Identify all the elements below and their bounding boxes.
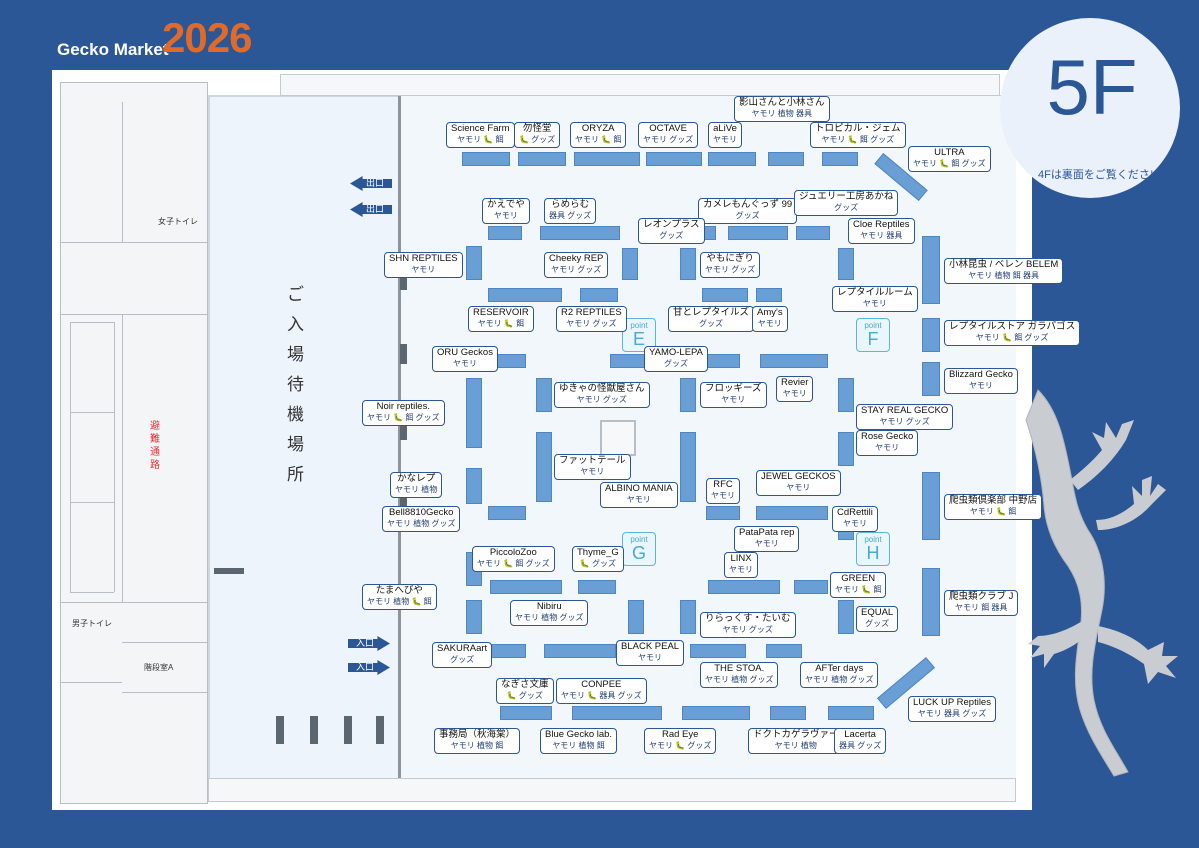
booth-label[interactable]: かなレプヤモリ 植物 [390, 472, 443, 498]
booth-label[interactable]: レプタイルストア ガラパゴスヤモリ 🐛 餌 グッズ [944, 320, 1081, 346]
top-wall [280, 74, 1000, 96]
title-english: Gecko Market [57, 40, 169, 59]
column [600, 420, 636, 456]
booth-label[interactable]: 影山さんと小林さんヤモリ 植物 器具 [734, 96, 830, 122]
left-building [60, 82, 208, 804]
booth-label[interactable]: かえでやヤモリ [482, 198, 530, 224]
pillar [214, 568, 244, 574]
booth-label[interactable]: レプタイルルームヤモリ [832, 286, 918, 312]
pillar [400, 494, 407, 514]
exit-arrow: 出口 [350, 202, 392, 217]
booth-label[interactable]: 甘とレプタイルズグッズ [668, 306, 755, 332]
booth-label[interactable]: やもにぎりヤモリ グッズ [700, 252, 761, 278]
pillar [376, 716, 384, 744]
booth-label[interactable]: フロッギーズヤモリ [700, 382, 767, 408]
booth-label[interactable]: なぎさ文庫🐛 グッズ [496, 678, 554, 704]
pillar [400, 344, 407, 364]
gecko-silhouette-icon [1025, 389, 1178, 777]
booth-label[interactable]: Noir reptiles.ヤモリ 🐛 餌 グッズ [362, 400, 445, 426]
men-toilet-label: 男子トイレ [72, 619, 112, 628]
booth-label[interactable]: ドクトカゲラヴァーヤモリ 植物 [748, 728, 844, 754]
entrance-arrow: 入口 [348, 636, 390, 651]
exit-arrow: 出口 [350, 176, 392, 191]
pillar [344, 716, 352, 744]
title-year: 2026 [162, 14, 252, 61]
booth-label[interactable]: レオンプラスグッズ [638, 218, 705, 244]
bottom-wall [208, 778, 1016, 802]
floor-label: 5F [1046, 43, 1138, 131]
pillar [400, 420, 407, 440]
booth-label[interactable]: Thyme_G🐛 グッズ [572, 546, 624, 572]
evacuation-route-label: 避難通路 [150, 421, 160, 471]
booth-label[interactable]: ジュエリー工房あかねグッズ [794, 190, 899, 216]
booth-label[interactable]: THE STOA.ヤモリ 植物 グッズ [700, 662, 779, 688]
booth-label[interactable]: たまへびやヤモリ 植物 🐛 餌 [362, 584, 437, 610]
floor-note: 4Fは裏面をご覧ください [1038, 169, 1161, 181]
waiting-area-label: ご入場待機場所 [287, 285, 304, 484]
pillar [400, 270, 407, 290]
booth-label[interactable]: ファットテールヤモリ [554, 454, 631, 480]
booth-label[interactable]: ゆきゃの怪獣屋さんヤモリ グッズ [554, 382, 650, 408]
booth-label[interactable]: 事務局（秋海棠）ヤモリ 植物 餌 [434, 728, 521, 754]
booth-label[interactable]: Blue Gecko lab.ヤモリ 植物 餌 [540, 728, 618, 754]
booth-label[interactable]: 爬虫類倶楽部 中野店ヤモリ 🐛 餌 [944, 494, 1043, 520]
pillar [276, 716, 284, 744]
booth-label[interactable]: りらっくす・たいむヤモリ グッズ [700, 612, 796, 638]
pillar [310, 716, 318, 744]
floor-badge [1000, 18, 1180, 198]
entrance-arrow: 入口 [348, 660, 390, 675]
booth-label[interactable]: トロピカル・ジェムヤモリ 🐛 餌 グッズ [810, 122, 906, 148]
booth-label[interactable]: 勿怪堂🐛 グッズ [514, 122, 561, 148]
stairs-label: 階段室A [144, 663, 174, 672]
women-toilet-label: 女子トイレ [158, 217, 198, 226]
booth-label[interactable]: らめらむ器具 グッズ [544, 198, 597, 224]
